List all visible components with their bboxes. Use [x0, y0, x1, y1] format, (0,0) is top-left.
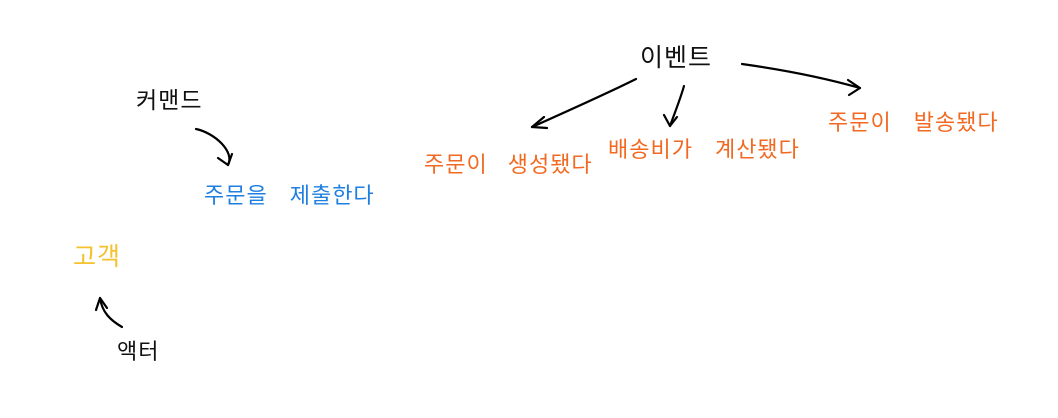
actor-legend-label: 액터 [117, 340, 160, 365]
arrow-actor-to-customer [94, 296, 124, 329]
submit-order-command-label: 주문을 제출한다 [204, 184, 375, 209]
arrow-event-to-order-shipped [740, 62, 862, 97]
event-legend-label: 이벤트 [640, 43, 713, 72]
arrow-event-to-order-created [530, 77, 638, 130]
order-created-event-label: 주문이 생성됐다 [424, 153, 593, 178]
shipping-calculated-event-label: 배송비가 계산됐다 [608, 138, 800, 163]
command-legend-label: 커맨드 [136, 88, 203, 114]
order-shipped-event-label: 주문이 발송됐다 [828, 111, 999, 136]
arrow-event-to-shipping-calculated [662, 84, 686, 128]
arrow-command-to-submit-order [194, 127, 234, 167]
customer-actor-label: 고객 [73, 242, 122, 271]
